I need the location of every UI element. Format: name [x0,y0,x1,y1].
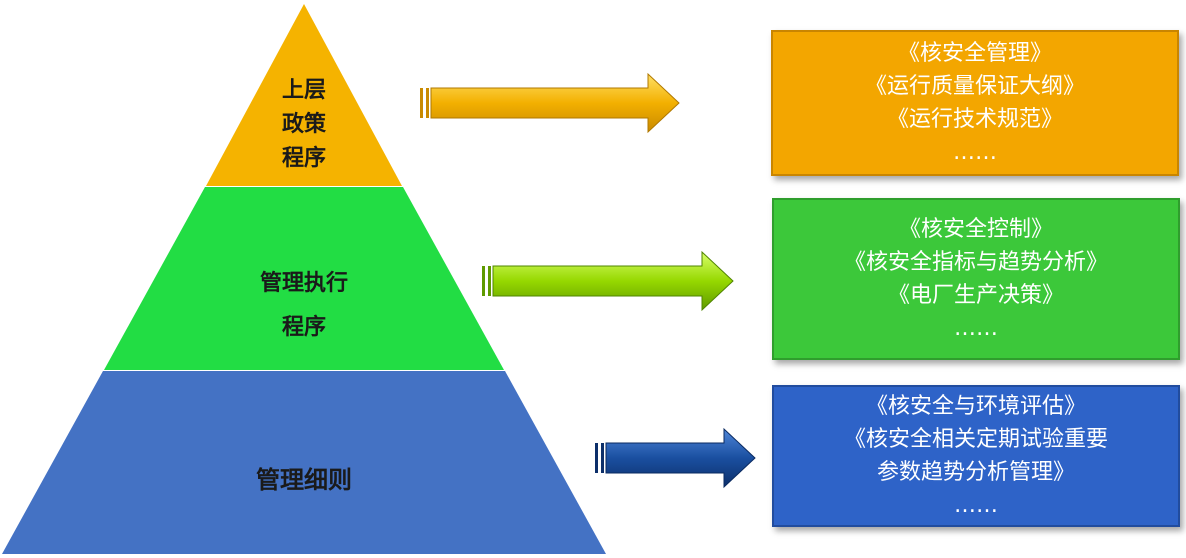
doc-line: 《核安全管理》 [897,41,1052,66]
tier-label-line: 上层 [281,78,326,103]
pyramid-tier-top [206,4,402,186]
arrow-middle [482,250,734,312]
tier-label-line: 程序 [281,146,326,172]
doc-line: 《核安全指标与趋势分析》 [843,250,1108,275]
tier-label-line: 程序 [281,315,326,340]
doc-line: 《运行技术规范》 [886,107,1063,132]
doc-line: …… [954,493,998,518]
tier-label-top: 上层 政策 程序 [254,74,354,176]
doc-line: …… [954,316,998,341]
tier-label-line: 管理细则 [256,466,352,494]
tier-label-line: 管理执行 [259,271,348,296]
arrow-top [420,72,680,134]
tier-label-line: 政策 [281,112,326,138]
doc-line: 《核安全控制》 [898,217,1053,242]
doc-box-bottom: 《核安全与环境评估》 《核安全相关定期试验重要 参数趋势分析管理》 …… [772,385,1180,527]
tier-label-middle: 管理执行 程序 [229,262,379,350]
doc-line: 《运行质量保证大纲》 [864,74,1085,99]
pyramid-tier-middle [104,187,504,370]
doc-line: 《核安全相关定期试验重要 [843,427,1108,452]
tier-label-bottom: 管理细则 [229,462,379,499]
doc-line: …… [953,140,997,165]
doc-line: 《电厂生产决策》 [887,283,1064,308]
arrow-bottom [595,427,756,489]
doc-line: 参数趋势分析管理》 [876,460,1075,485]
doc-box-middle: 《核安全控制》 《核安全指标与趋势分析》 《电厂生产决策》 …… [772,198,1180,360]
pyramid-tier-bottom [2,371,606,554]
doc-box-top: 《核安全管理》 《运行质量保证大纲》 《运行技术规范》 …… [771,30,1179,176]
doc-line: 《核安全与环境评估》 [865,394,1086,419]
